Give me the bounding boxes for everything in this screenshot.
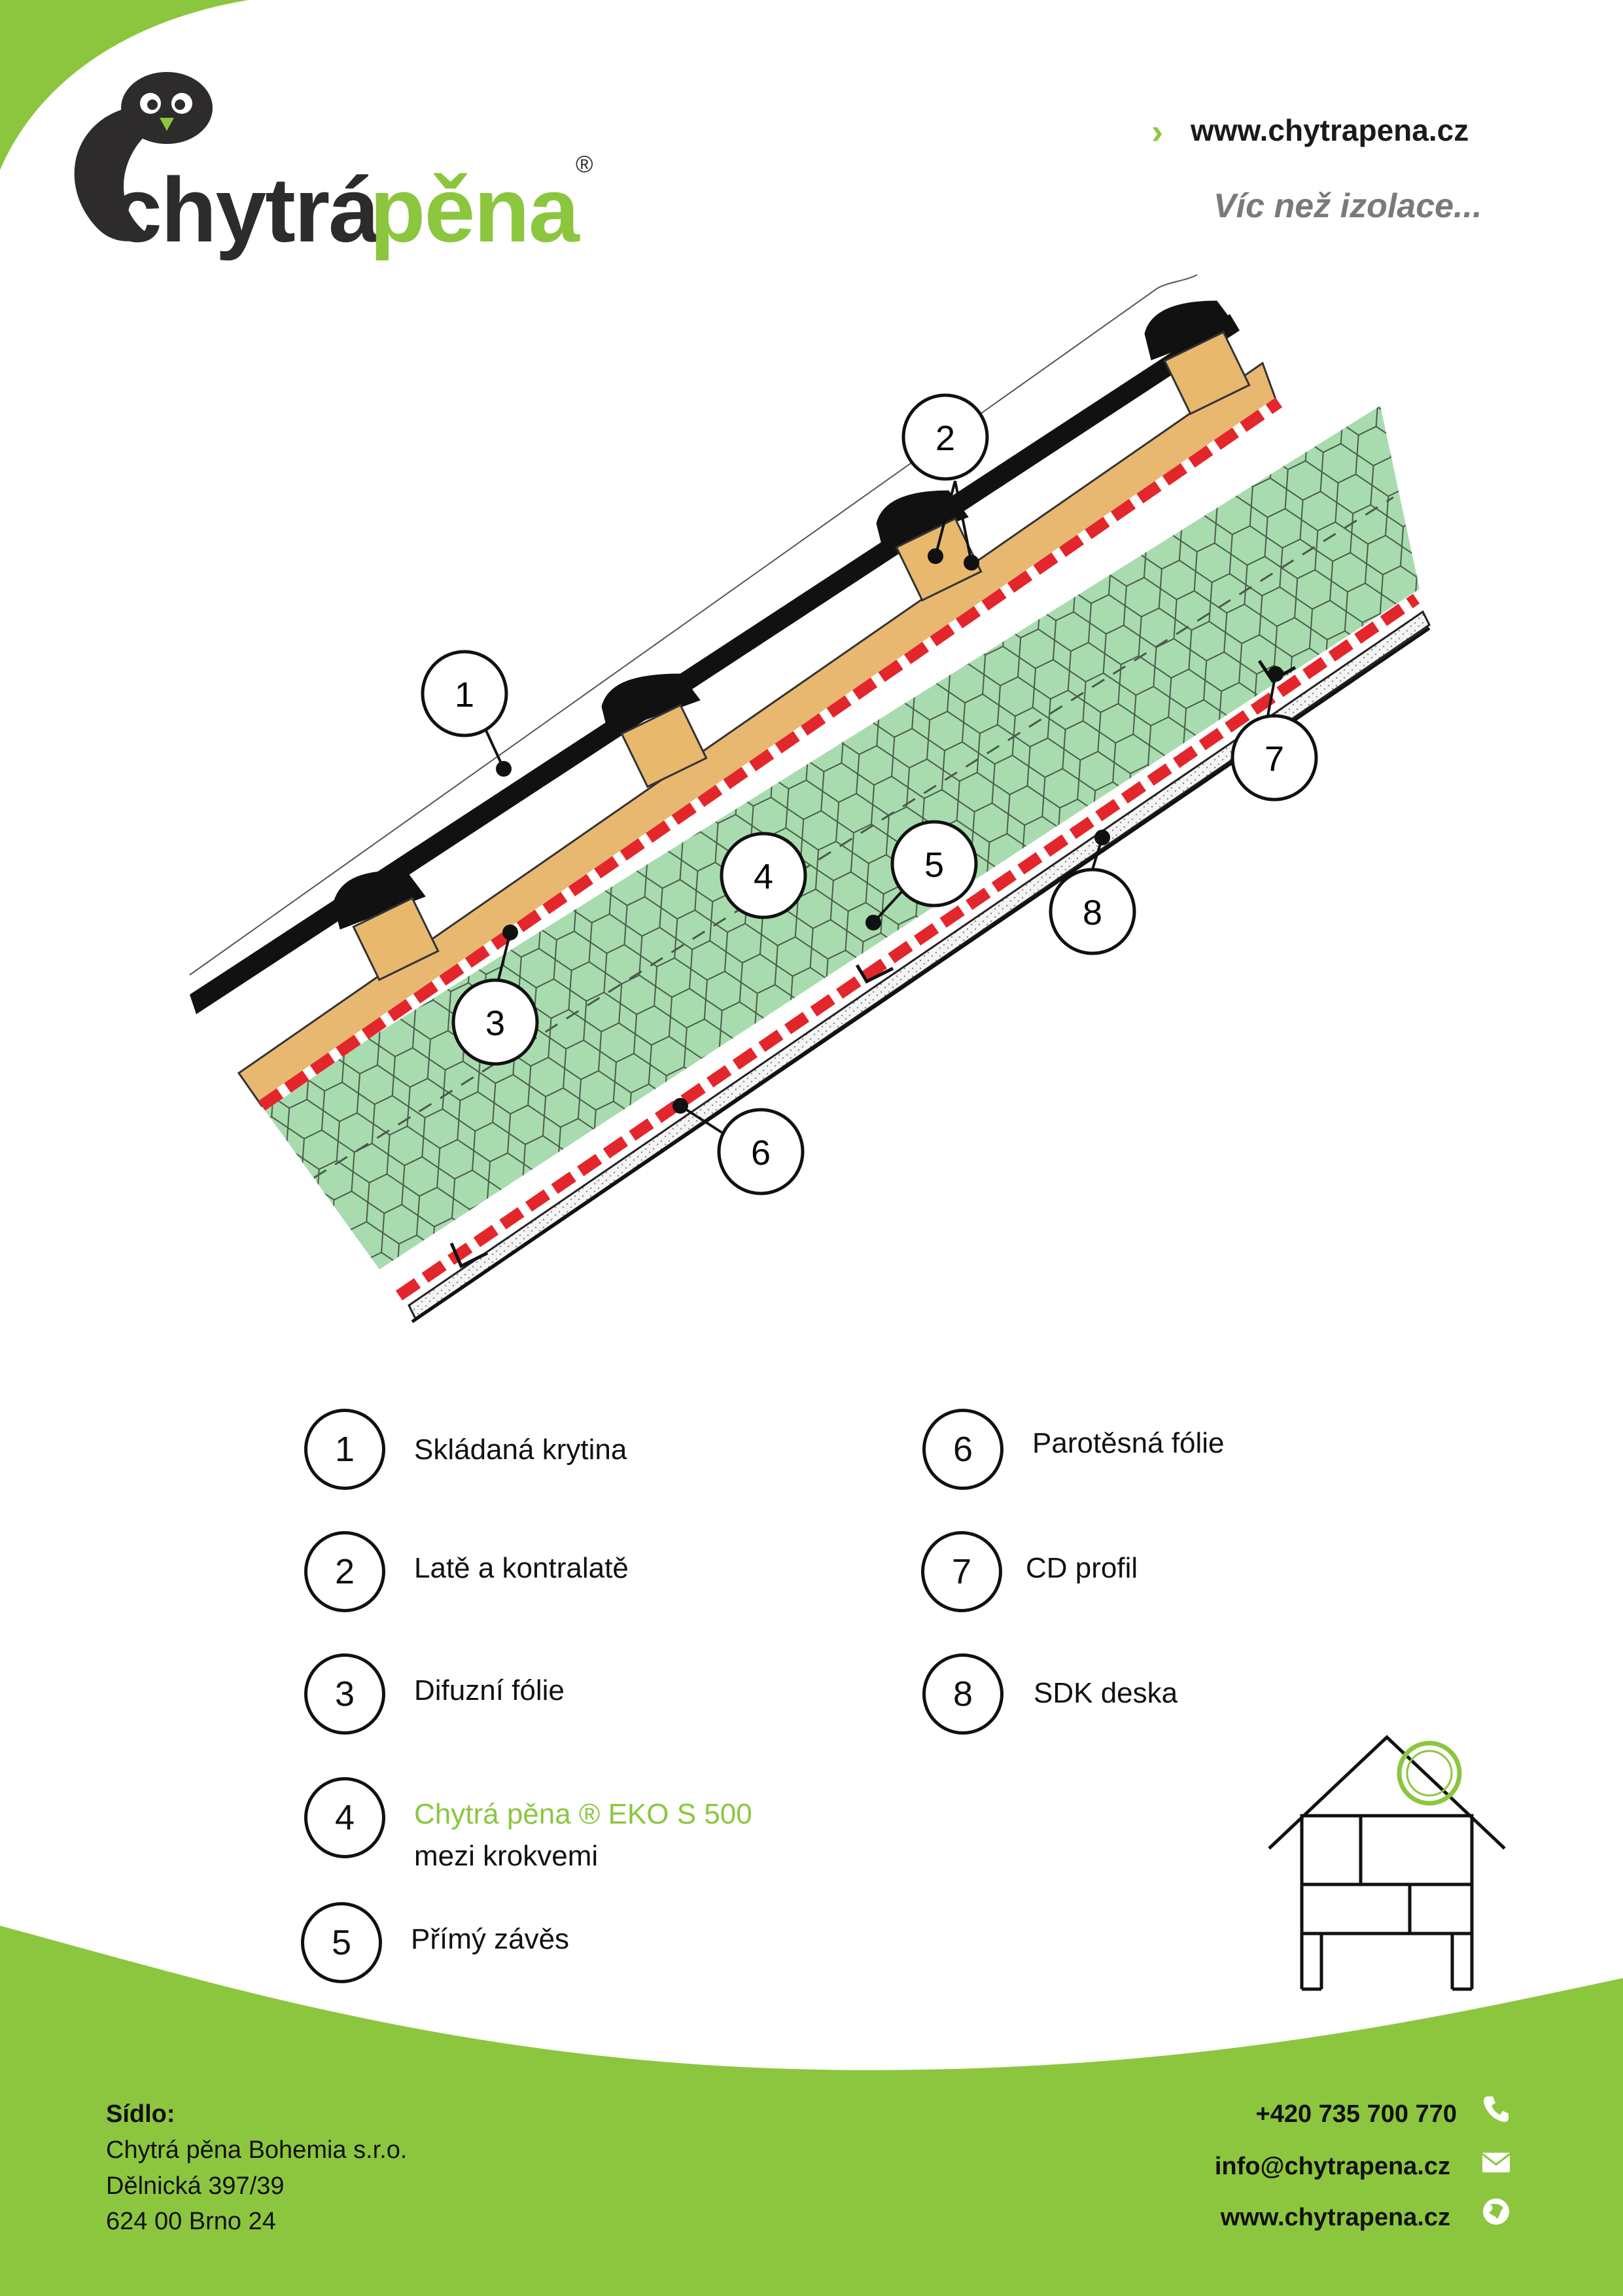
footer-street: Dělnická 397/39 — [106, 2172, 285, 2200]
legend-number: 7 — [921, 1531, 1002, 1612]
footer-web[interactable]: www.chytrapena.cz — [1220, 2204, 1450, 2231]
callout-7: 7 — [1230, 714, 1318, 802]
svg-text:8: 8 — [1083, 893, 1102, 932]
legend-label-line2: mezi krokvemi — [414, 1840, 599, 1872]
legend-label: SDK deska — [1034, 1677, 1178, 1709]
callout-3: 3 — [451, 978, 539, 1066]
callout-5: 5 — [890, 820, 978, 908]
callout-6: 6 — [717, 1108, 805, 1195]
diagram-callouts: 1 2 3 4 5 6 7 8 — [421, 393, 1318, 1195]
battens — [352, 330, 1251, 981]
legend-number: 1 — [304, 1409, 385, 1490]
house-pictogram — [1268, 1735, 1506, 1991]
svg-text:7: 7 — [1265, 739, 1284, 779]
legend-label: Latě a kontralatě — [414, 1552, 629, 1584]
svg-text:6: 6 — [751, 1133, 771, 1173]
logo-registered-mark: ® — [576, 150, 593, 177]
footer-city: 624 00 Brno 24 — [106, 2208, 276, 2235]
footer-company: Chytrá pěna Bohemia s.r.o. — [106, 2136, 408, 2164]
roofing-layer — [190, 314, 1240, 1014]
logo-word-pena: pěna — [370, 158, 580, 261]
footer-heading: Sídlo: — [106, 2100, 175, 2128]
logo-word-chytra: chytrá — [111, 158, 379, 261]
legend-number: 2 — [304, 1531, 385, 1612]
header-swoosh — [0, 0, 249, 170]
legend-label: CD profil — [1026, 1552, 1138, 1584]
globe-icon — [1483, 2199, 1509, 2225]
callout-1: 1 — [421, 650, 508, 737]
foam-insulation-layer — [262, 406, 1420, 1269]
legend-label: Parotěsná fólie — [1032, 1427, 1225, 1459]
cd-profile-detail — [449, 1243, 489, 1269]
diffusion-membrane — [258, 397, 1283, 1111]
legend-number: 8 — [922, 1653, 1003, 1735]
svg-text:5: 5 — [924, 845, 944, 885]
svg-text:2: 2 — [935, 419, 955, 458]
svg-text:3: 3 — [485, 1004, 505, 1043]
callout-8: 8 — [1049, 868, 1136, 955]
legend-number: 4 — [304, 1777, 385, 1858]
legend-label: Přímý závěs — [411, 1923, 570, 1955]
legend-number: 6 — [922, 1409, 1003, 1490]
roof-outline — [189, 274, 1198, 976]
roof-section-diagram: 1 2 3 4 5 6 7 8 — [189, 274, 1431, 1324]
brand-logo: chytrá pěna ® — [52, 65, 615, 262]
leader-dots — [496, 548, 1283, 1114]
phone-icon — [1484, 2096, 1509, 2122]
footer-email[interactable]: info@chytrapena.cz — [1214, 2153, 1450, 2180]
cd-profile-detail — [855, 964, 894, 984]
envelope-icon — [1482, 2153, 1510, 2172]
vapor-barrier — [395, 593, 1420, 1301]
callout-2: 2 — [901, 393, 989, 481]
legend-label: Difuzní fólie — [414, 1674, 565, 1706]
footer-phone[interactable]: +420 735 700 770 — [1255, 2100, 1457, 2128]
legend-label: Skládaná krytina — [414, 1434, 627, 1466]
chevron-right-icon: › — [1151, 112, 1163, 151]
header-website-link[interactable]: www.chytrapena.cz — [1191, 113, 1469, 147]
callout-4: 4 — [720, 832, 807, 919]
header-slogan: Víc než izolace... — [1213, 187, 1482, 225]
svg-text:4: 4 — [754, 857, 773, 896]
svg-text:1: 1 — [455, 675, 474, 715]
penguin-logo-icon — [74, 72, 213, 241]
legend-label: Chytrá pěna ® EKO S 500 — [414, 1798, 752, 1830]
legend-number: 5 — [301, 1902, 382, 1983]
legend-number: 3 — [304, 1653, 385, 1735]
sdk-board-layer — [408, 610, 1431, 1320]
roof-tiles — [333, 300, 1237, 930]
footer-band — [0, 1922, 1623, 2296]
